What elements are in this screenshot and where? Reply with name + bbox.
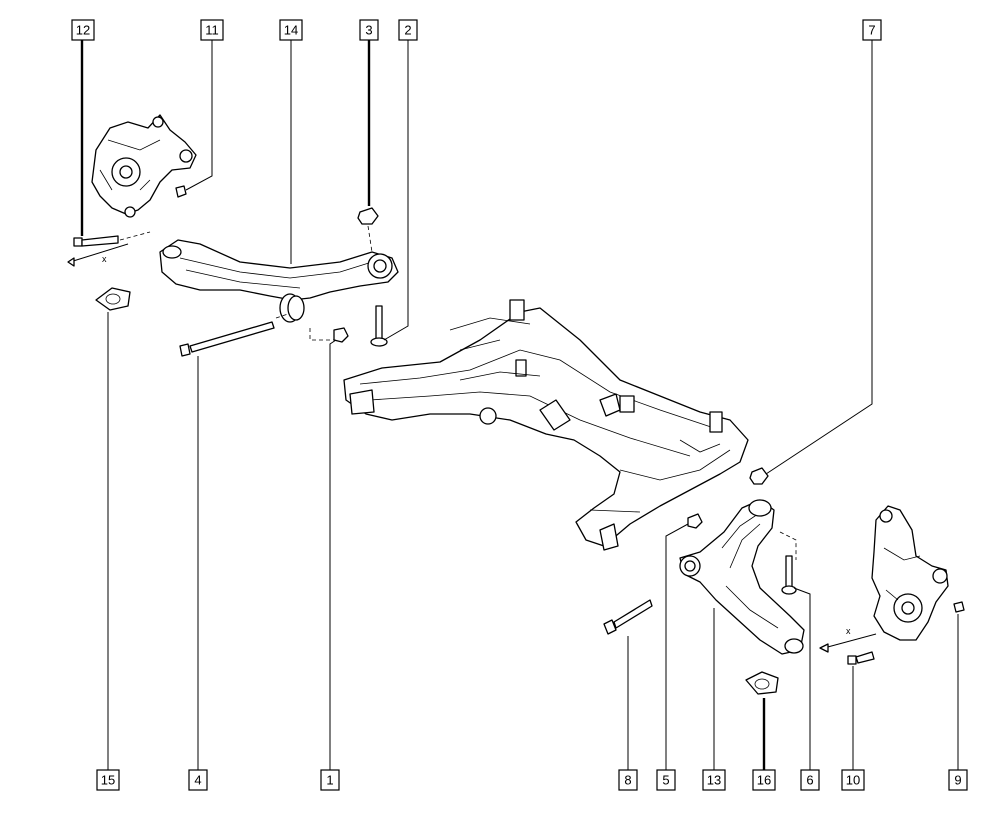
svg-text:5: 5 xyxy=(662,773,669,788)
bolt-2 xyxy=(370,305,388,347)
x-mark-right: x xyxy=(846,626,851,636)
callout-14: 14 xyxy=(279,19,303,41)
nut-7 xyxy=(749,467,769,485)
svg-text:4: 4 xyxy=(194,773,201,788)
nut-3 xyxy=(357,207,379,225)
svg-text:7: 7 xyxy=(868,23,875,38)
leader-lines xyxy=(80,40,959,770)
callout-1: 1 xyxy=(320,769,340,791)
left-lower-arm xyxy=(159,239,399,323)
x-mark-left: x xyxy=(102,254,107,264)
right-steering-knuckle xyxy=(871,505,949,641)
nut-5 xyxy=(687,513,703,529)
svg-text:14: 14 xyxy=(284,23,298,38)
nut-9 xyxy=(953,601,965,613)
callout-11: 11 xyxy=(200,19,224,41)
callout-7: 7 xyxy=(862,19,882,41)
nut-1 xyxy=(333,327,349,343)
arrow-right-x xyxy=(819,643,829,653)
right-lower-arm xyxy=(679,499,805,655)
left-steering-knuckle xyxy=(91,114,197,218)
callout-13: 13 xyxy=(702,769,726,791)
svg-text:1: 1 xyxy=(326,773,333,788)
callout-15: 15 xyxy=(96,769,120,791)
callout-9: 9 xyxy=(948,769,968,791)
bolt-4 xyxy=(179,321,275,357)
svg-text:16: 16 xyxy=(757,773,771,788)
callout-4: 4 xyxy=(188,769,208,791)
svg-text:3: 3 xyxy=(365,23,372,38)
callout-6: 6 xyxy=(800,769,820,791)
bolt-12 xyxy=(73,235,119,247)
callout-16: 16 xyxy=(752,769,776,791)
svg-text:11: 11 xyxy=(205,23,219,38)
bolt-10 xyxy=(847,651,875,665)
svg-text:15: 15 xyxy=(101,773,115,788)
svg-text:6: 6 xyxy=(806,773,813,788)
callout-12: 12 xyxy=(71,19,95,41)
plate-16 xyxy=(745,671,779,695)
callout-8: 8 xyxy=(618,769,638,791)
callout-5: 5 xyxy=(656,769,676,791)
callout-3: 3 xyxy=(359,19,379,41)
nut-11 xyxy=(175,185,187,198)
svg-text:2: 2 xyxy=(404,23,411,38)
svg-text:10: 10 xyxy=(846,773,860,788)
callout-2: 2 xyxy=(398,19,418,41)
arrow-left-x xyxy=(67,257,75,267)
bolt-8 xyxy=(603,599,653,635)
plate-15 xyxy=(95,287,131,311)
svg-text:12: 12 xyxy=(76,23,90,38)
bolt-6 xyxy=(781,555,797,595)
svg-text:13: 13 xyxy=(707,773,721,788)
svg-text:9: 9 xyxy=(954,773,961,788)
svg-text:8: 8 xyxy=(624,773,631,788)
callout-10: 10 xyxy=(841,769,865,791)
subframe-crossmember xyxy=(343,299,749,551)
